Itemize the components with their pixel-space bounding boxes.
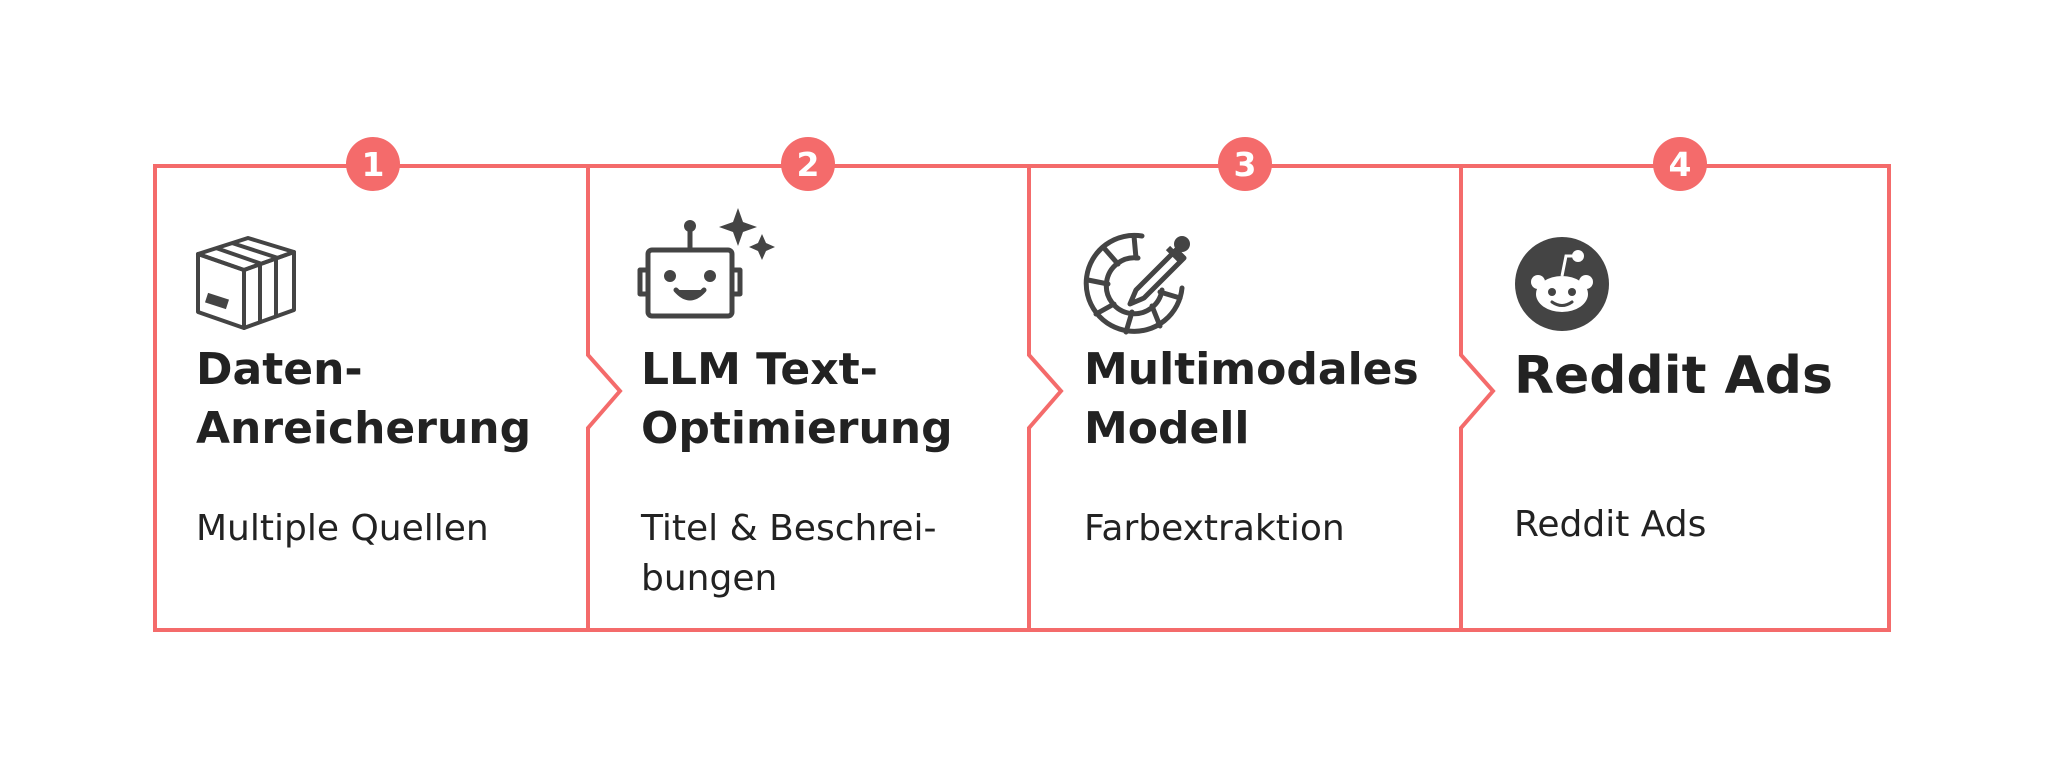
step-1-title: Daten- Anreicherung: [196, 344, 532, 454]
color-picker-icon: [1083, 232, 1190, 335]
step-1-subtitle: Multiple Quellen: [196, 508, 489, 549]
step-1-number-badge: 1: [346, 137, 400, 191]
reddit-logo-icon: [1515, 237, 1609, 331]
step-2-number-badge: 2: [781, 137, 835, 191]
robot-sparkles-icon: [637, 208, 775, 319]
step-4-title: Reddit Ads: [1514, 346, 1833, 406]
step-3-title: Multimodales Modell: [1084, 344, 1419, 454]
step-2-title: LLM Text- Optimierung: [641, 344, 953, 454]
step-3-number-badge: 3: [1218, 137, 1272, 191]
step-3-subtitle: Farbextraktion: [1084, 508, 1345, 549]
step-4-number-badge: 4: [1653, 137, 1707, 191]
step-4-subtitle: Reddit Ads: [1514, 504, 1707, 545]
step-2-subtitle: Titel & Beschrei- bungen: [641, 508, 937, 599]
package-box-icon: [196, 236, 296, 330]
